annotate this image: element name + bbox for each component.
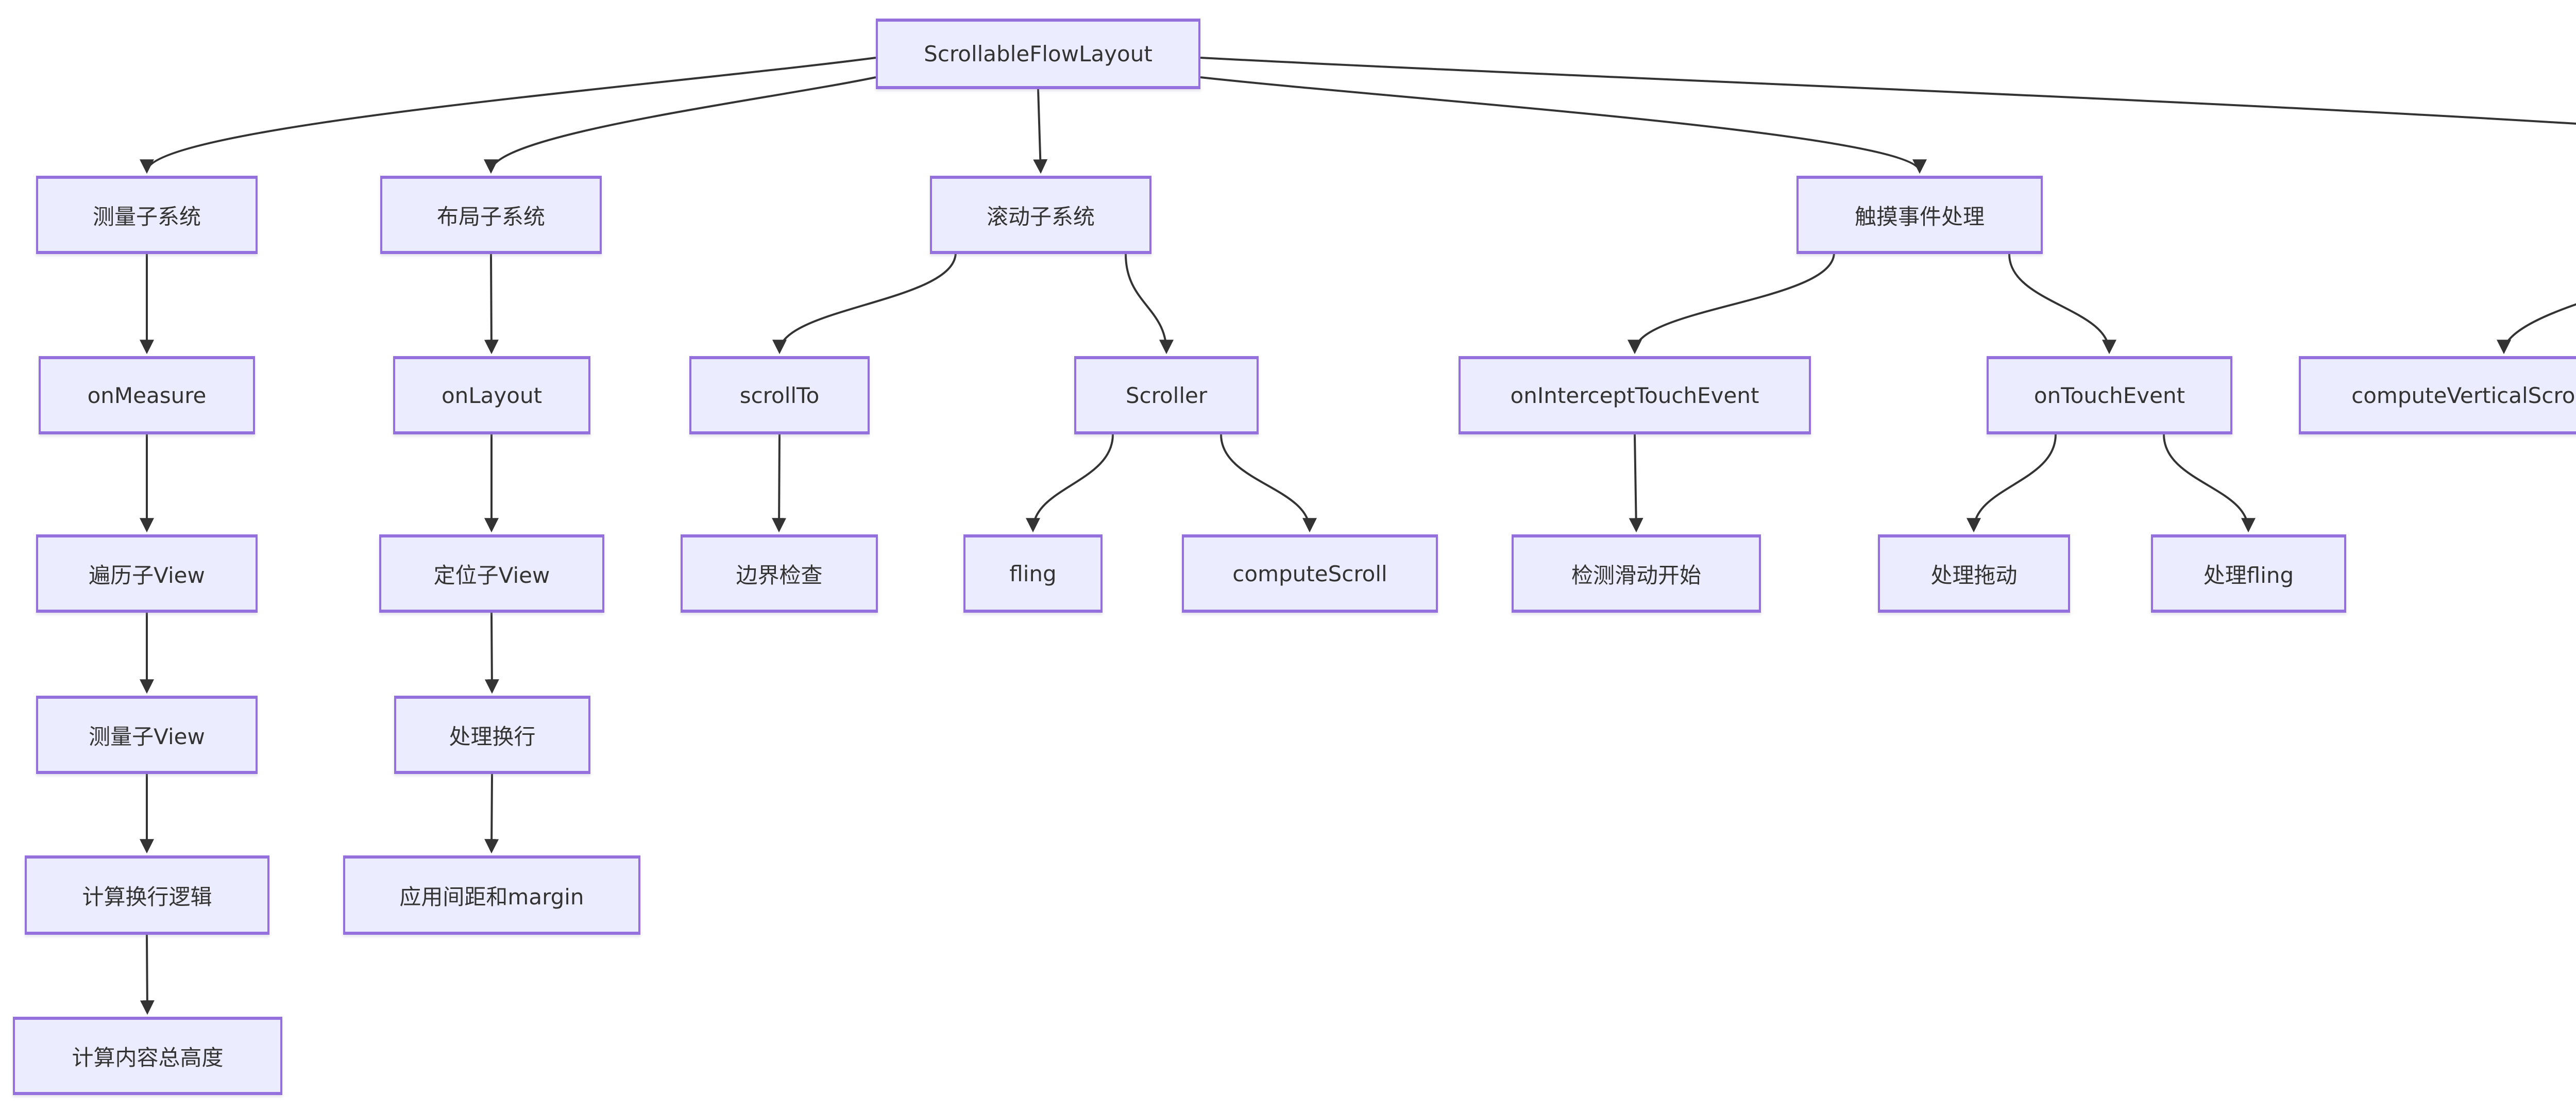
node-label: 布局子系统	[436, 204, 545, 229]
edge-touch-handling-onInterceptTouchEvent	[1628, 252, 1835, 355]
node-root: ScrollableFlowLayout	[876, 19, 1200, 89]
node-label: Scroller	[1125, 382, 1208, 408]
node-apply-spacing-margin: 应用间距和margin	[343, 855, 640, 935]
node-traverse-children: 遍历子View	[36, 534, 258, 613]
node-detect-swipe-start: 检测滑动开始	[1512, 534, 1761, 613]
node-label: onMeasure	[87, 382, 207, 408]
node-touch-handling: 触摸事件处理	[1797, 176, 2043, 254]
node-onLayout: onLayout	[393, 356, 590, 434]
node-label: computeVerticalScrollRange	[2351, 382, 2576, 408]
node-handle-drag: 处理拖动	[1878, 534, 2070, 613]
node-handle-fling: 处理fling	[2151, 534, 2346, 613]
node-scroll-subsystem: 滚动子系统	[930, 176, 1151, 254]
edge-root-layout-subsystem	[484, 76, 876, 174]
node-label: 测量子系统	[92, 204, 201, 229]
edge-root-scroll-subsystem	[1033, 89, 1048, 174]
node-measure-child: 测量子View	[36, 696, 258, 774]
edge-onTouchEvent-handle-drag	[1967, 434, 2057, 533]
node-label: 计算内容总高度	[72, 1045, 224, 1070]
node-label: scrollTo	[739, 382, 820, 408]
node-label: 滚动子系统	[986, 204, 1095, 229]
node-handle-wrap: 处理换行	[394, 696, 590, 774]
node-label: computeScroll	[1232, 561, 1387, 586]
node-computeVerticalScrollRange: computeVerticalScrollRange	[2299, 356, 2576, 434]
edge-scroll-subsystem-Scroller	[1125, 254, 1174, 355]
node-label: fling	[1009, 561, 1057, 586]
node-calc-total-height: 计算内容总高度	[13, 1017, 282, 1095]
node-label: 触摸事件处理	[1854, 204, 1985, 229]
node-boundary-check: 边界检查	[681, 534, 878, 613]
node-label: 处理换行	[449, 724, 536, 749]
node-fling: fling	[963, 534, 1103, 613]
node-label: 计算换行逻辑	[82, 884, 212, 910]
node-label: ScrollableFlowLayout	[924, 41, 1153, 66]
node-label: 处理拖动	[1930, 562, 2018, 588]
node-layout-subsystem: 布局子系统	[380, 176, 602, 254]
edge-layout-subsystem-onLayout	[484, 254, 499, 355]
node-label: 应用间距和margin	[399, 884, 584, 910]
node-calc-wrap-logic: 计算换行逻辑	[25, 855, 269, 935]
node-label: 测量子View	[89, 724, 205, 749]
edge-scroll-subsystem-scrollTo	[772, 252, 957, 355]
node-onInterceptTouchEvent: onInterceptTouchEvent	[1459, 356, 1811, 434]
edge-root-scrollbar-support	[1200, 57, 2576, 125]
edge-onInterceptTouchEvent-detect-swipe-start	[1629, 434, 1643, 533]
node-label: 定位子View	[433, 562, 550, 588]
node-label: 遍历子View	[89, 562, 205, 588]
node-onMeasure: onMeasure	[39, 356, 255, 434]
node-label: onInterceptTouchEvent	[1510, 382, 1759, 408]
node-Scroller: Scroller	[1074, 356, 1259, 434]
node-label: 边界检查	[736, 562, 823, 588]
node-label: 检测滑动开始	[1571, 562, 1701, 588]
edge-touch-handling-onTouchEvent	[2008, 254, 2116, 355]
node-label: onTouchEvent	[2033, 382, 2185, 408]
node-onTouchEvent: onTouchEvent	[1987, 356, 2232, 434]
edge-root-touch-handling	[1200, 76, 1927, 174]
node-position-children: 定位子View	[379, 534, 604, 613]
node-measure-subsystem: 测量子系统	[36, 176, 258, 254]
node-computeScroll: computeScroll	[1182, 534, 1438, 613]
node-scrollTo: scrollTo	[689, 356, 870, 434]
edge-Scroller-computeScroll	[1220, 434, 1317, 533]
node-label: onLayout	[441, 382, 543, 408]
edge-onTouchEvent-handle-fling	[2163, 434, 2256, 533]
node-label: 处理fling	[2203, 562, 2294, 588]
edge-root-measure-subsystem	[140, 57, 876, 174]
edge-Scroller-fling	[1026, 434, 1114, 533]
edge-scrollbar-support-computeVerticalScrollRange	[2497, 303, 2576, 355]
